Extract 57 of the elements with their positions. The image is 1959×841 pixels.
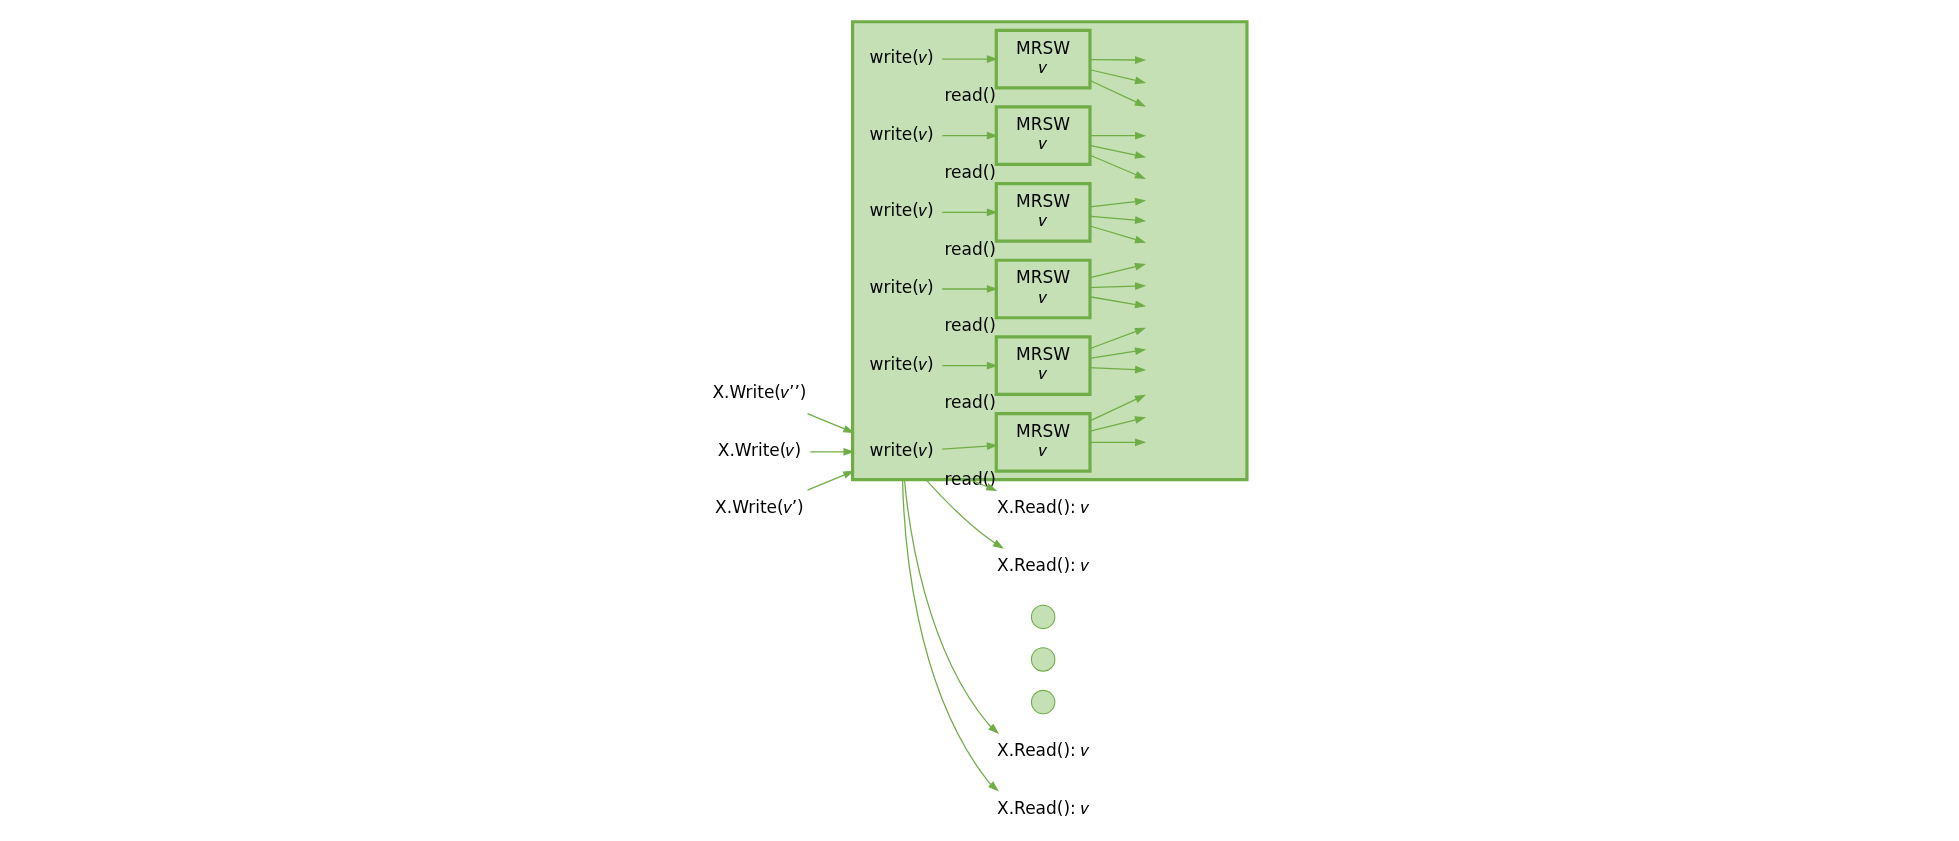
node-box: MRSW 𝑣 (994, 334, 1092, 396)
arrow (903, 478, 1000, 734)
node-circle (1030, 646, 1056, 672)
arrow (941, 207, 998, 216)
arrow (1089, 224, 1147, 243)
arrow (1089, 295, 1147, 308)
node-label: read() (944, 314, 997, 335)
node-text: X.Read(): 𝑣 (997, 554, 1090, 575)
node-circle (1030, 604, 1056, 629)
arrow (941, 441, 998, 450)
node-text: X.Read(): 𝑣 (997, 739, 1090, 760)
arrow (925, 478, 1004, 549)
node-label: read() (944, 238, 997, 259)
node-text: X.Read(): 𝑣 (997, 797, 1090, 818)
arrow (969, 478, 998, 491)
node-text: write(𝑣) (869, 439, 934, 460)
node-text: X.Write(𝑣’) (715, 496, 804, 517)
arrow (1089, 346, 1147, 359)
arrow (1089, 281, 1147, 290)
node-label: read() (944, 161, 997, 182)
arrow (901, 478, 999, 792)
node-box: MRSW 𝑣 (994, 181, 1092, 243)
arrow (1089, 197, 1147, 208)
node-text: write(𝑣) (869, 276, 934, 297)
node-circle (1030, 689, 1056, 714)
node-box: MRSW 𝑣 (994, 411, 1092, 473)
arrow (941, 361, 998, 370)
arrow (1089, 55, 1147, 64)
node-label: read() (944, 468, 997, 489)
node-box: MRSW 𝑣 (994, 28, 1092, 89)
arrow (1089, 394, 1146, 421)
arrow (1089, 365, 1147, 373)
arrow (1089, 131, 1147, 140)
node-text: write(𝑣) (869, 353, 934, 374)
arrow (1089, 327, 1146, 349)
arrow (1089, 144, 1147, 159)
arrow (941, 131, 998, 140)
arrow (809, 447, 855, 456)
node-box: MRSW 𝑣 (994, 258, 1092, 319)
arrow (1089, 437, 1147, 446)
arrow (1089, 215, 1147, 224)
node-label: read() (944, 391, 997, 412)
arrow (1089, 68, 1147, 84)
arrow (1089, 262, 1147, 278)
node-text: X.Write(𝑣’’) (712, 381, 807, 402)
arrow (1089, 154, 1146, 179)
arrow (941, 54, 998, 63)
arrow (1089, 79, 1146, 107)
node-text: write(𝑣) (869, 199, 934, 220)
node-text: write(𝑣) (869, 46, 934, 67)
node-text: write(𝑣) (869, 123, 934, 144)
arrow (1089, 415, 1147, 432)
node-box: MRSW 𝑣 (994, 104, 1092, 166)
node-label: read() (944, 84, 997, 105)
node-text: X.Write(𝑣) (717, 439, 802, 460)
arrow (941, 284, 998, 293)
node-text: X.Read(): 𝑣 (997, 496, 1090, 517)
